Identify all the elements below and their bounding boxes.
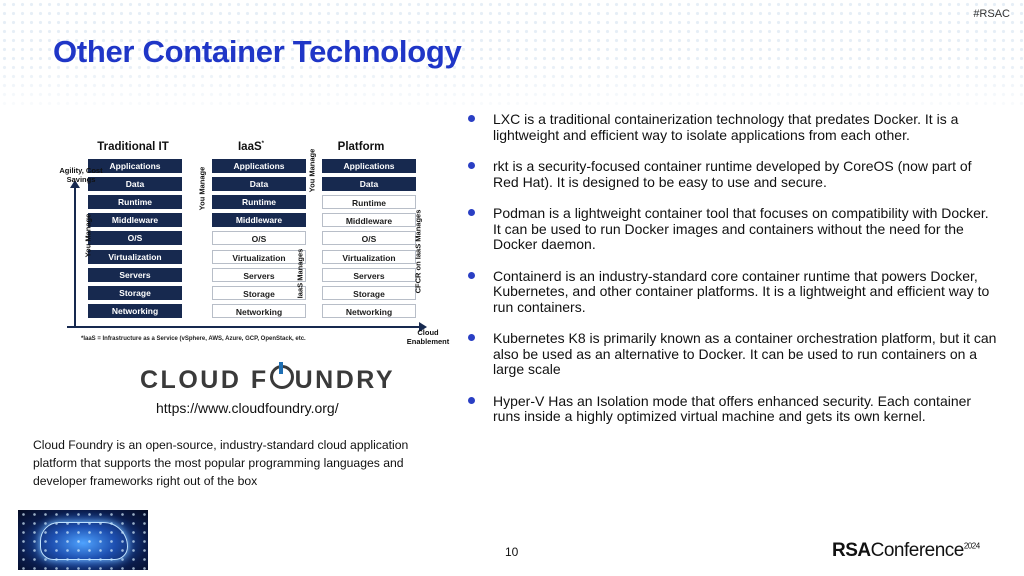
layer-cell-runtime-iaas: Runtime [212,195,306,210]
cloud-foundry-description: Cloud Foundry is an open-source, industr… [33,438,409,488]
bullet-dot-icon [468,396,475,404]
layer-cell-storage-iaas: Storage [212,285,306,300]
layer-cell-virtualization-traditional: Virtualization [88,249,182,264]
layer-cell-storage-platform: Storage [322,285,416,300]
slide-title: Other Container Technology [53,34,462,69]
bullet-podman: Podman is a lightweight container tool t… [468,205,998,253]
column-title-traditional-it: Traditional IT [97,141,169,153]
bullet-dot-icon [468,334,475,341]
layer-cell-os-traditional: O/S [88,231,182,246]
layer-cell-servers-platform: Servers [322,267,416,282]
layer-cell-middleware-platform: Middleware [322,213,416,228]
layer-cell-storage-traditional: Storage [88,285,182,300]
layer-cell-runtime-platform: Runtime [322,195,416,210]
cloud-network-image [18,510,148,570]
you-manage-label-platform: You Manage [307,148,317,193]
layer-cell-data-traditional: Data [88,177,182,192]
layer-cell-os-iaas: O/S [212,231,306,246]
layer-cell-virtualization-iaas: Virtualization [212,249,306,264]
layer-cell-middleware-iaas: Middleware [212,213,306,228]
layer-cell-applications-iaas: Applications [212,159,306,173]
layer-cell-virtualization-platform: Virtualization [322,249,416,264]
bullet-rkt: rkt is a security-focused container runt… [468,158,998,190]
iaas-manages-label: IaaS Manages [295,248,305,299]
bullet-dot-icon [468,271,475,279]
y-axis-label: Agility, Cost Savings [59,166,103,184]
layer-cell-networking-platform: Networking [322,303,416,318]
cloud-service-model-diagram: Traditional IT IaaS* Platform Applicatio… [55,135,460,350]
layer-cell-runtime-traditional: Runtime [88,195,182,210]
column-title-iaas: IaaS* [237,141,264,153]
bullet-kubernetes: Kubernetes K8 is primarily known as a co… [468,330,998,378]
page-number: 10 [505,545,519,559]
layer-cell-data-platform: Data [322,177,416,192]
you-manage-label-iaas: You Manage [197,166,207,211]
layer-cell-networking-iaas: Networking [212,303,306,318]
layer-cell-applications-traditional: Applications [88,159,182,173]
layer-cell-os-platform: O/S [322,231,416,246]
hashtag-label: #RSAC [973,8,1010,20]
bullet-dot-icon [468,115,475,122]
you-manage-label-traditional: You Manage [83,213,93,258]
cloud-foundry-url: https://www.cloudfoundry.org/ [156,400,339,416]
layer-cell-data-iaas: Data [212,177,306,192]
foundry-o-icon [269,362,294,389]
x-axis-arrow [67,322,427,332]
rsa-conference-logo: RSAConference2024 [832,540,980,561]
x-axis-label: Cloud Enablement [406,328,450,346]
layer-cell-servers-traditional: Servers [88,267,182,282]
bullet-hyper-v: Hyper-V Has an Isolation mode that offer… [468,393,998,425]
y-axis-arrow [70,180,80,327]
column-title-platform: Platform [337,141,385,153]
iaas-footnote: *IaaS = Infrastructure as a Service (vSp… [81,336,306,342]
layer-cell-networking-traditional: Networking [88,303,182,318]
layer-cell-middleware-traditional: Middleware [88,213,182,228]
bullet-dot-icon [468,209,475,216]
container-tech-bullet-list: LXC is a traditional containerization te… [468,111,998,441]
bullet-lxc: LXC is a traditional containerization te… [468,111,998,143]
background-fade [0,60,1024,120]
bullet-containerd: Containerd is an industry-standard core … [468,268,998,316]
cfcr-manages-label: CFCR on IaaS Manages [413,209,423,294]
layer-cell-applications-platform: Applications [322,159,416,173]
layer-cell-servers-iaas: Servers [212,267,306,282]
bullet-dot-icon [468,162,475,169]
cloud-outline-icon [40,522,128,560]
